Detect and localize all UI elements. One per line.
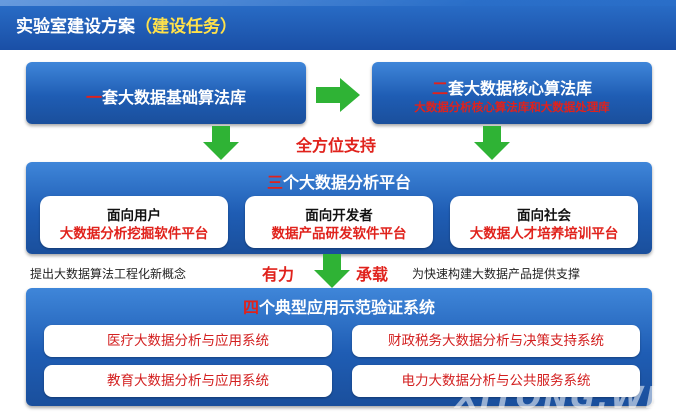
card-developer-subtitle: 数据产品研发软件平台 bbox=[271, 226, 407, 242]
header-banner: 实验室建设方案（建设任务） bbox=[0, 0, 676, 50]
platform-card-developer: 面向开发者 数据产品研发软件平台 bbox=[245, 196, 433, 248]
system-power: 电力大数据分析与公共服务系统 bbox=[352, 365, 640, 397]
system-medical: 医疗大数据分析与应用系统 bbox=[44, 325, 332, 357]
systems-title: 四个典型应用示范验证系统 bbox=[26, 294, 652, 318]
system-education: 教育大数据分析与应用系统 bbox=[44, 365, 332, 397]
banner-shine bbox=[0, 0, 676, 6]
platform-card-user: 面向用户 大数据分析挖掘软件平台 bbox=[40, 196, 228, 248]
platform-text: 个大数据分析平台 bbox=[283, 173, 412, 192]
concept-text: 提出大数据算法工程化新概念 bbox=[30, 267, 187, 281]
box2-title: 二套大数据核心算法库 bbox=[372, 75, 652, 99]
platform-card-society: 面向社会 大数据人才培养培训平台 bbox=[450, 196, 638, 248]
basic-algorithm-library-box: 一套大数据基础算法库 bbox=[26, 62, 306, 124]
box2-subtitle: 大数据分析核心算法库和大数据处理库 bbox=[414, 100, 610, 114]
platform-title: 三个大数据分析平台 bbox=[26, 169, 652, 193]
systems-num: 四 bbox=[242, 298, 259, 317]
page-title: 实验室建设方案（建设任务） bbox=[16, 12, 237, 37]
card-user-title: 面向用户 bbox=[107, 208, 161, 224]
box1-num: 一 bbox=[85, 88, 102, 107]
core-algorithm-library-box: 二套大数据核心算法库 大数据分析核心算法库和大数据处理库 bbox=[372, 62, 652, 124]
card-developer-title: 面向开发者 bbox=[305, 208, 373, 224]
box2-text: 套大数据核心算法库 bbox=[448, 79, 593, 98]
carry-label: 承载 bbox=[356, 265, 389, 284]
box1-text: 套大数据基础算法库 bbox=[102, 88, 247, 107]
down-arrow-right-icon bbox=[474, 126, 510, 160]
card-society-subtitle: 大数据人才培养培训平台 bbox=[469, 226, 619, 242]
system-finance-tax: 财政税务大数据分析与决策支持系统 bbox=[352, 325, 640, 357]
watermark: XITONG.WE bbox=[455, 381, 668, 416]
card-user-subtitle: 大数据分析挖掘软件平台 bbox=[59, 226, 209, 242]
box2-num: 二 bbox=[431, 79, 448, 98]
systems-text: 个典型应用示范验证系统 bbox=[259, 298, 436, 317]
down-arrow-left-icon bbox=[203, 126, 239, 160]
right-arrow-icon bbox=[316, 78, 360, 112]
title-main: 实验室建设方案 bbox=[16, 17, 135, 37]
support-product-text: 为快速构建大数据产品提供支撑 bbox=[412, 267, 581, 281]
strong-label: 有力 bbox=[262, 265, 295, 284]
platform-num: 三 bbox=[266, 173, 283, 192]
title-paren: （建设任务） bbox=[135, 17, 237, 37]
support-label: 全方位支持 bbox=[296, 136, 377, 155]
card-society-title: 面向社会 bbox=[517, 208, 571, 224]
box1-title: 一套大数据基础算法库 bbox=[26, 84, 306, 108]
down-arrow-center-icon bbox=[314, 254, 350, 288]
